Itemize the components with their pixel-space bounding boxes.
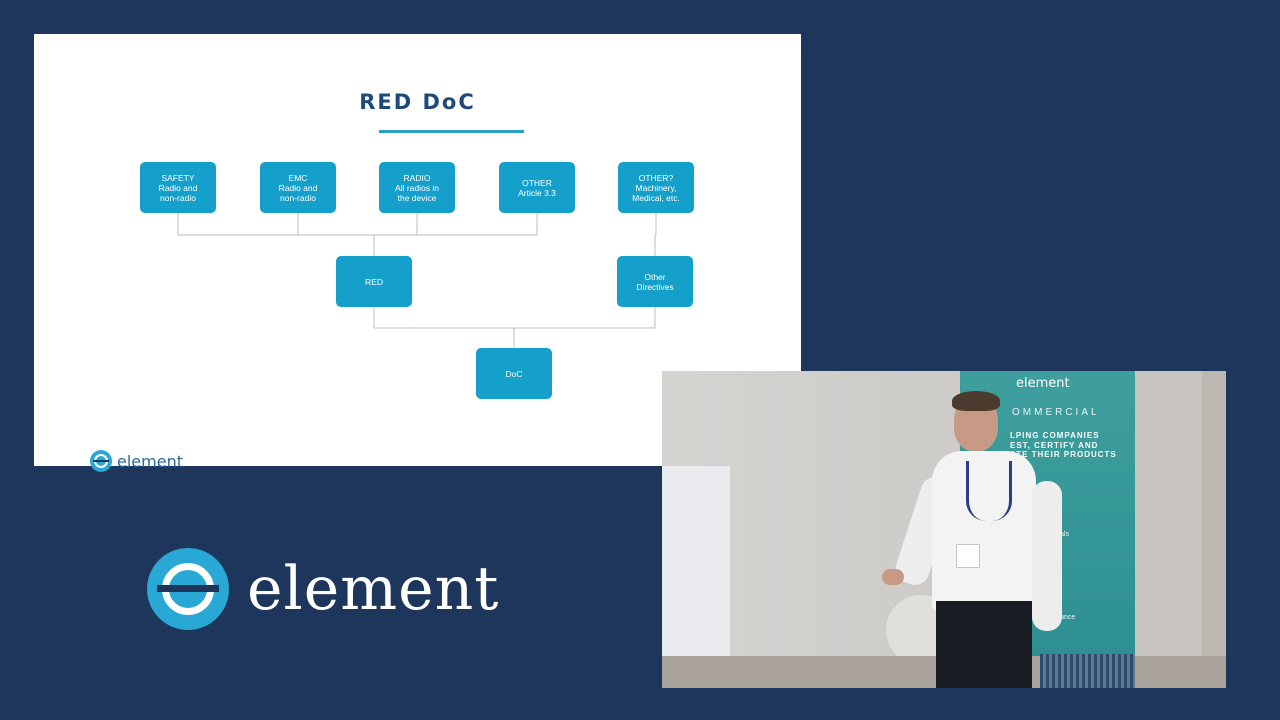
projection-screen [662,466,730,656]
slide-title: RED DoC [359,90,476,114]
speaker-video: element OMMERCIAL LPING COMPANIES EST, C… [662,371,1226,688]
banner-logo-text: element [1016,376,1070,391]
wall [1202,371,1226,688]
slide-logo: element [90,450,183,472]
connector-lines [177,213,657,348]
presentation-slide: RED DoC SAFETY Radio and non-radio EMC R… [34,34,801,472]
node-radio: RADIO All radios in the device [379,162,455,213]
brand-logo: element [147,548,499,630]
node-red: RED [336,256,412,307]
node-safety: SAFETY Radio and non-radio [140,162,216,213]
floor-pattern [1040,654,1135,688]
banner-fragment: als [1060,531,1069,538]
slide-logo-text: element [117,451,183,471]
element-brand-icon [147,548,229,630]
node-other-directives: Other Directives [617,256,693,307]
brand-logo-text: element [247,554,500,624]
node-doc: DoC [476,348,552,399]
node-other: OTHER Article 3.3 [499,162,575,213]
presenter [662,371,1226,688]
banner-heading: OMMERCIAL [1012,407,1100,418]
title-underline [379,130,524,133]
node-other-q: OTHER? Machinery, Medical, etc. [618,162,694,213]
element-logo-icon [90,450,112,472]
node-emc: EMC Radio and non-radio [260,162,336,213]
